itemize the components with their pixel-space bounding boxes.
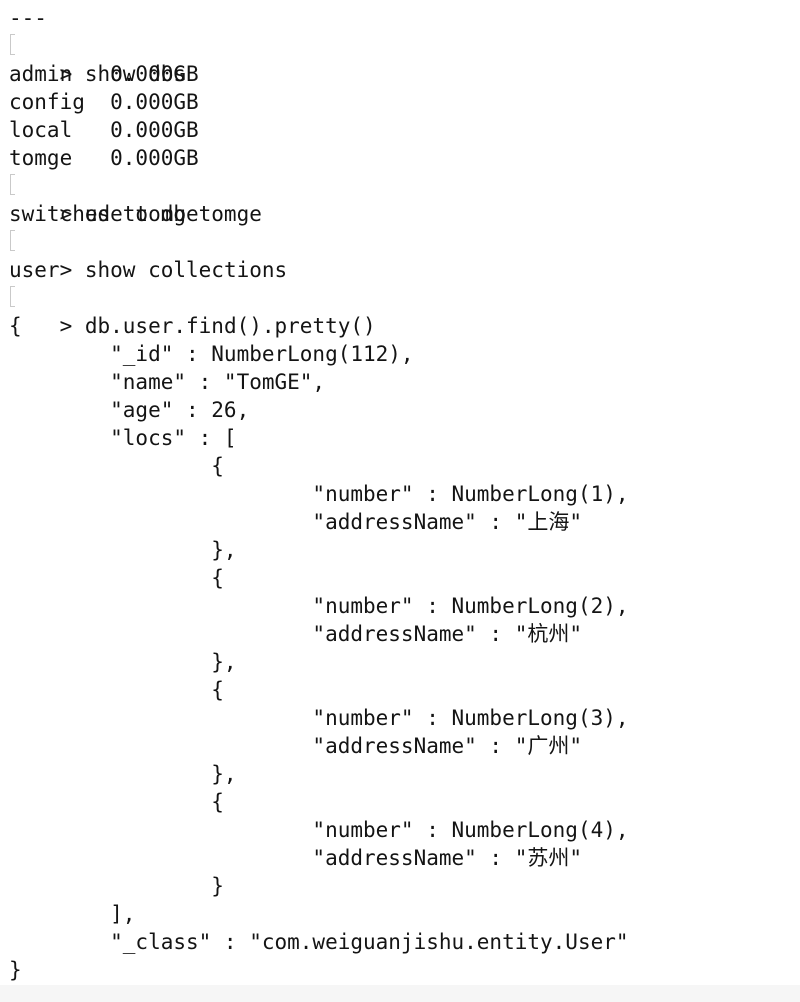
json-line: "locs" : [ bbox=[9, 426, 237, 450]
json-line: } bbox=[9, 958, 22, 982]
json-line: { bbox=[9, 678, 224, 702]
json-line: "addressName" : "杭州" bbox=[9, 622, 583, 646]
db-list-item: local 0.000GB bbox=[9, 118, 199, 142]
json-line: { bbox=[9, 454, 224, 478]
command-line-show-collections: > show collections bbox=[9, 228, 287, 282]
json-line: }, bbox=[9, 538, 237, 562]
db-list-item: tomge 0.000GB bbox=[9, 146, 199, 170]
json-line: "number" : NumberLong(3), bbox=[9, 706, 629, 730]
db-list-item: admin 0.000GB bbox=[9, 62, 199, 86]
db-list-item: config 0.000GB bbox=[9, 90, 199, 114]
command-mark-icon bbox=[10, 230, 15, 251]
json-line: }, bbox=[9, 762, 237, 786]
json-line: } bbox=[9, 874, 224, 898]
json-line: ], bbox=[9, 902, 136, 926]
terminal-bottom-edge bbox=[0, 985, 800, 1002]
json-line: "addressName" : "苏州" bbox=[9, 846, 583, 870]
json-line: "number" : NumberLong(2), bbox=[9, 594, 629, 618]
command-mark-icon bbox=[10, 174, 15, 195]
json-line: { bbox=[9, 314, 22, 338]
json-line: }, bbox=[9, 650, 237, 674]
json-line: "age" : 26, bbox=[9, 398, 250, 422]
command-line-show-dbs: > show dbs bbox=[9, 32, 186, 86]
command-mark-icon bbox=[10, 286, 15, 307]
command-mark-icon bbox=[10, 34, 15, 55]
json-line: "addressName" : "上海" bbox=[9, 510, 583, 534]
json-line: { bbox=[9, 566, 224, 590]
json-line: "addressName" : "广州" bbox=[9, 734, 583, 758]
collection-list-item: user bbox=[9, 258, 60, 282]
json-line: "number" : NumberLong(1), bbox=[9, 482, 629, 506]
terminal-output-line: switched to db tomge bbox=[9, 202, 262, 226]
json-line: "number" : NumberLong(4), bbox=[9, 818, 629, 842]
command-line-use: > use tomge bbox=[9, 172, 199, 226]
command-line-find: > db.user.find().pretty() bbox=[9, 284, 376, 338]
prompt-line[interactable]: > bbox=[9, 978, 94, 1002]
json-line: "name" : "TomGE", bbox=[9, 370, 326, 394]
json-line: "_class" : "com.weiguanjishu.entity.User… bbox=[9, 930, 629, 954]
json-line: "_id" : NumberLong(112), bbox=[9, 342, 414, 366]
json-line: { bbox=[9, 790, 224, 814]
terminal-output-line: --- bbox=[9, 6, 47, 30]
